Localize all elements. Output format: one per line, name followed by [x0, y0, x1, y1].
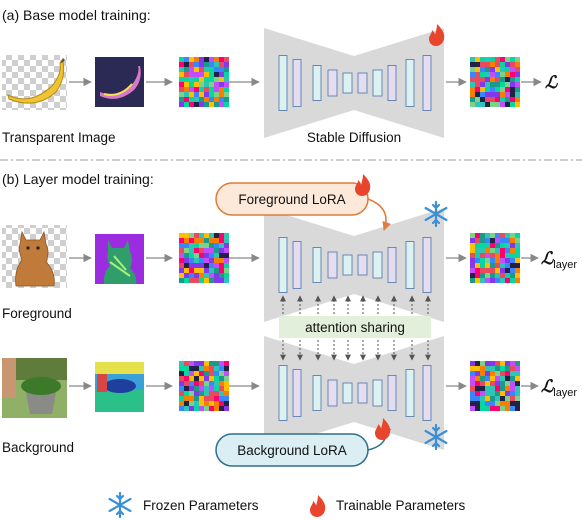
unet-block [422, 55, 432, 111]
unet-block [278, 365, 288, 421]
unet-blocks-a [278, 55, 432, 111]
unet-block [387, 247, 397, 283]
unet-block [312, 375, 322, 411]
unet-blocks-background [278, 365, 432, 421]
section-a-title: (a) Base model training: [2, 7, 151, 23]
unet-block [292, 369, 302, 417]
flame-icon [310, 495, 326, 517]
legend-frozen-label: Frozen Parameters [143, 498, 259, 513]
unet-block [405, 241, 415, 289]
flame-icon [375, 418, 391, 440]
unet-block [372, 251, 383, 279]
unet-block [372, 69, 383, 97]
unet-block [327, 69, 338, 97]
unet-block [357, 382, 368, 404]
unet-block [357, 72, 368, 94]
foreground-image [2, 225, 67, 288]
transparent-image [2, 55, 67, 110]
background-unet [264, 336, 444, 450]
stable-diffusion-unet [264, 28, 444, 138]
foreground-lora-label: Foreground LoRA [238, 192, 345, 207]
noisy-output-background [470, 361, 520, 411]
noisy-latent-a [179, 57, 229, 107]
foreground-label: Foreground [2, 306, 72, 321]
noisy-latent-foreground [179, 233, 229, 283]
latent-background-image [95, 362, 144, 412]
foreground-lora-arrow [367, 198, 391, 231]
unet-block [327, 251, 338, 279]
background-image [2, 358, 67, 418]
attention-sharing-box [279, 316, 431, 338]
background-lora-label: Background LoRA [237, 443, 347, 458]
foreground-unet [264, 208, 444, 322]
loss-a: ℒ [545, 73, 558, 93]
unet-block [387, 65, 397, 101]
section-b-title: (b) Layer model training: [2, 171, 154, 187]
snowflake-icon [424, 423, 448, 451]
attention-sharing-label: attention sharing [305, 320, 405, 335]
unet-block [342, 382, 353, 404]
unet-block [422, 365, 432, 421]
unet-block [292, 59, 302, 107]
flowerpot-icon [26, 392, 56, 414]
unet-block [342, 254, 353, 276]
unet-block [278, 237, 288, 293]
cat-icon [15, 230, 55, 287]
flame-icon [355, 174, 371, 196]
model-label: Stable Diffusion [307, 130, 401, 145]
unet-block [372, 379, 383, 407]
unet-block [327, 379, 338, 407]
noisy-output-a [470, 57, 520, 107]
unet-block [422, 237, 432, 293]
unet-block [405, 369, 415, 417]
unet-block [312, 247, 322, 283]
legend-trainable-label: Trainable Parameters [336, 498, 466, 513]
latent-banana-image [95, 57, 144, 107]
snowflake-icon [424, 200, 448, 228]
image-label: Transparent Image [2, 130, 116, 145]
latent-foreground-image [95, 234, 144, 284]
background-label: Background [2, 440, 74, 455]
unet-block [387, 375, 397, 411]
unet-block [357, 254, 368, 276]
unet-block [342, 72, 353, 94]
unet-blocks-foreground [278, 237, 432, 293]
loss-layer-background: ℒlayer [541, 377, 577, 399]
flame-icon [429, 24, 445, 46]
unet-block [312, 65, 322, 101]
unet-block [405, 59, 415, 107]
unet-block [278, 55, 288, 111]
noisy-output-foreground [470, 233, 520, 283]
noisy-latent-background [179, 361, 229, 411]
loss-layer-foreground: ℒlayer [541, 249, 577, 271]
snowflake-icon [108, 491, 132, 519]
unet-block [292, 241, 302, 289]
